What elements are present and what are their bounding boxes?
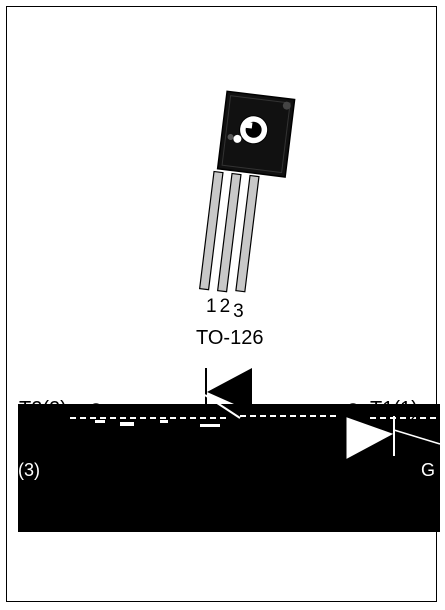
pin-number-2: 2 [219, 296, 231, 317]
filled-region [18, 404, 440, 532]
gate-label-right: G [421, 460, 436, 480]
triac-triangle-upper [207, 368, 252, 412]
t1-label: T1(1) [370, 398, 418, 420]
t2-label: T2(2) [19, 398, 67, 420]
leads [198, 170, 260, 293]
pin-number-3: 3 [233, 301, 244, 322]
triac-symbol [18, 368, 441, 532]
pin-number-1: 1 [206, 296, 217, 317]
triac-triangle-lower [346, 417, 394, 459]
gate-label: (3) [18, 460, 40, 480]
to126-body [216, 90, 296, 178]
package-name: TO-126 [196, 327, 264, 349]
